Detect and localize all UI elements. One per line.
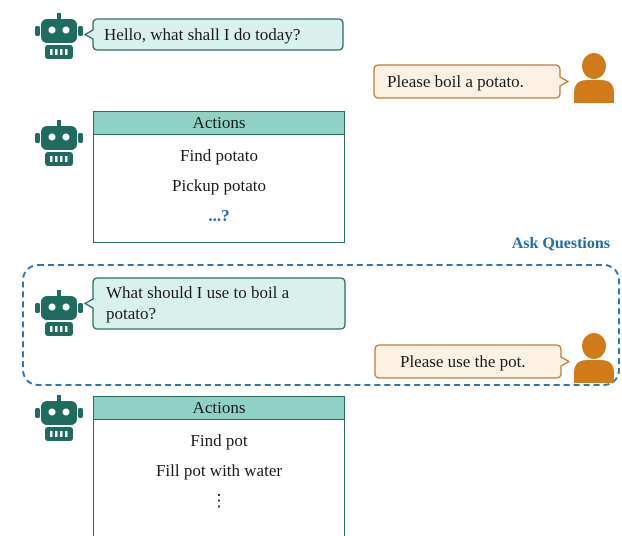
robot-greeting-bubble: Hello, what shall I do today? — [83, 18, 344, 51]
actions-header: Actions — [94, 397, 344, 420]
robot-icon — [35, 395, 83, 441]
actions-panel-1: Actions Find potato Pickup potato ...? — [93, 111, 345, 243]
ask-questions-region — [22, 264, 620, 386]
action-item-ellipsis: ⋮ — [210, 491, 228, 510]
action-item-unknown: ...? — [208, 206, 230, 225]
user-icon — [574, 333, 614, 383]
user-answer-text: Please use the pot. — [400, 352, 526, 371]
action-item: Find potato — [180, 146, 258, 165]
robot-question-bubble: What should I use to boil a potato? — [83, 277, 346, 330]
action-item: Pickup potato — [172, 176, 266, 195]
ask-questions-label: Ask Questions — [511, 235, 610, 252]
robot-icon — [35, 120, 83, 166]
action-item: Fill pot with water — [155, 461, 283, 480]
actions-header: Actions — [94, 112, 344, 135]
robot-greeting-text: Hello, what shall I do today? — [104, 25, 301, 44]
robot-question-text: What should I use to boil a potato? — [106, 283, 290, 323]
action-item: Find pot — [190, 431, 248, 450]
robot-icon — [35, 13, 83, 59]
user-request-bubble: Please boil a potato. — [373, 64, 570, 99]
user-icon — [574, 53, 614, 103]
actions-panel-2: Actions Find pot Fill pot with water ⋮ — [93, 396, 345, 536]
user-request-text: Please boil a potato. — [387, 72, 524, 91]
robot-icon — [35, 290, 83, 336]
user-answer-bubble: Please use the pot. — [374, 344, 571, 379]
